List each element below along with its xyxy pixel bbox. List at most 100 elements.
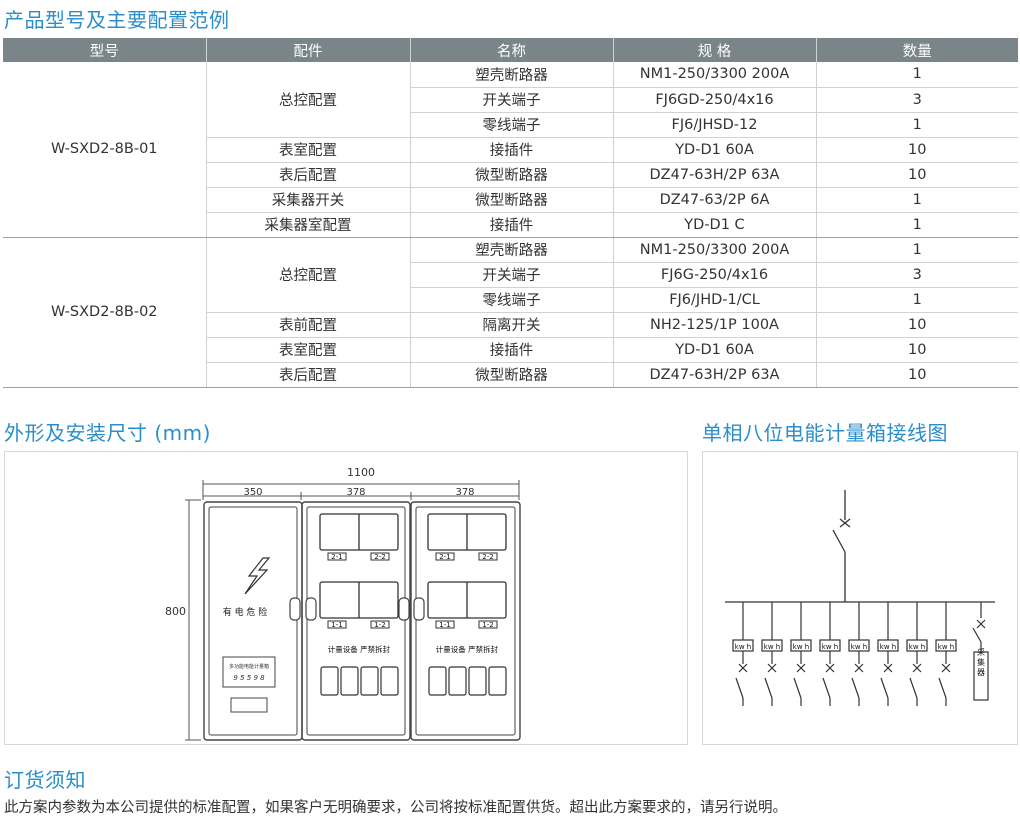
branch-cross [912,663,922,673]
mid-width-label: 378 [346,487,365,498]
spec-cell: FJ6/JHD-1/CL [613,287,817,313]
spec-cell: NM1-250/3300 200A [613,237,817,263]
right-width-label: 378 [455,487,474,498]
name-cell: 微型断路器 [410,187,614,213]
band-text: 计量设备 严禁拆封 [328,644,391,654]
name-cell: 塑壳断路器 [410,62,614,88]
meter-label: 2-1 [331,553,342,561]
meter-kwh-label: kw h [764,643,780,651]
table-row: W-SXD2-8B-02 总控配置 塑壳断路器 NM1-250/3300 200… [3,237,1018,388]
name-cell: 隔离开关 [410,312,614,338]
spec-cell: FJ6GD-250/4x16 [613,87,817,113]
warning-text: 有 电 危 险 [223,606,268,618]
qty-cell: 10 [816,312,1018,338]
spec-cell: DZ47-63H/2P 63A [613,362,817,388]
spec-cell: FJ6/JHSD-12 [613,112,817,138]
table-row: 表后配置 微型断路器 DZ47-63H/2P 63A 10 [3,362,1018,388]
spec-cell: FJ6G-250/4x16 [613,262,817,288]
part-cell: 采集器开关 [206,187,411,213]
qty-cell: 10 [816,162,1018,188]
meter-label: 1-1 [331,621,342,629]
qty-cell: 3 [816,262,1018,288]
meter-label: 2-2 [374,553,385,561]
table-row: 表后配置 微型断路器 DZ47-63H/2P 63A 10 [3,162,1018,188]
header-spec: 规 格 [613,38,817,62]
part-cell: 总控配置 [206,237,411,313]
header-model: 型号 [3,38,207,62]
part-cell: 表后配置 [206,162,411,188]
spec-cell: YD-D1 60A [613,337,817,363]
cabinet-drawing: 1100 350 378 378 800 有 电 危 险 多功能电能计量箱 9 … [165,466,521,741]
model-cell: W-SXD2-8B-02 [3,237,207,388]
table-row: 表前配置 隔离开关 NH2-125/1P 100A 10 [3,312,1018,338]
table-row: 采集器开关 微型断路器 DZ47-63/2P 6A 1 [3,187,1018,213]
spec-cell: YD-D1 60A [613,137,817,163]
part-cell: 总控配置 [206,62,411,138]
meter-label: 1-2 [374,621,385,629]
name-cell: 零线端子 [410,287,614,313]
meter-label: 2-2 [482,553,493,561]
wiring-section-title: 单相八位电能计量箱接线图 [702,421,948,445]
lightning-icon [244,557,271,595]
name-cell: 零线端子 [410,112,614,138]
table-header-row: 型号 配件 名称 规 格 数量 [3,38,1018,62]
meter-label: 1-2 [482,621,493,629]
qty-cell: 10 [816,337,1018,363]
spec-cell: YD-D1 C [613,212,817,238]
qty-cell: 3 [816,87,1018,113]
meter-label: 1-1 [439,621,450,629]
qty-cell: 10 [816,137,1018,163]
table-row: 表室配置 接插件 YD-D1 60A 10 [3,337,1018,363]
name-cell: 开关端子 [410,262,614,288]
table-row: 开关端子 FJ6G-250/4x16 3 [3,262,1018,288]
branch-cross [854,663,864,673]
qty-cell: 1 [816,212,1018,238]
branch-cross [941,663,951,673]
qty-cell: 1 [816,237,1018,263]
branch-cross [767,663,777,673]
name-cell: 塑壳断路器 [410,237,614,263]
meter-kwh-label: kw h [909,643,925,651]
meter-kwh-label: kw h [880,643,896,651]
spec-cell: DZ47-63/2P 6A [613,187,817,213]
band-text: 计量设备 严禁拆封 [436,644,499,654]
collector-label: 采集器 [977,647,986,678]
name-cell: 微型断路器 [410,362,614,388]
spec-table: 型号 配件 名称 规 格 数量 W-SXD2-8B-01 总控配置 塑壳断路器 … [3,38,1018,388]
meter-kwh-label: kw h [793,643,809,651]
part-cell: 采集器室配置 [206,212,411,238]
branch-cross [883,663,893,673]
qty-cell: 1 [816,112,1018,138]
part-cell: 表后配置 [206,362,411,388]
branch-switch [909,677,918,699]
order-notice: 此方案内参数为本公司提供的标准配置，如果客户无明确要求，公司将按标准配置供货。超… [4,800,787,816]
part-cell: 表室配置 [206,137,411,163]
part-cell: 表室配置 [206,337,411,363]
total-width-label: 1100 [347,466,375,479]
qty-cell: 1 [816,62,1018,88]
branch-switch [880,677,889,699]
name-cell: 接插件 [410,212,614,238]
model-cell: W-SXD2-8B-01 [3,62,207,238]
name-cell: 开关端子 [410,87,614,113]
branch-cross [796,663,806,673]
left-width-label: 350 [243,487,262,498]
meter-kwh-label: kw h [851,643,867,651]
spec-cell: DZ47-63H/2P 63A [613,162,817,188]
order-section-title: 订货须知 [4,768,86,792]
meter-kwh-label: kw h [822,643,838,651]
branch-switch [764,677,773,699]
dimensions-section-title: 外形及安装尺寸 (mm) [4,421,211,445]
table-row: 零线端子 FJ6/JHSD-12 1 [3,112,1018,138]
table-section-title: 产品型号及主要配置范例 [4,8,230,32]
part-cell: 表前配置 [206,312,411,338]
qty-cell: 1 [816,287,1018,313]
spec-cell: NM1-250/3300 200A [613,62,817,88]
meter-label: 2-1 [439,553,450,561]
branch-switch [938,677,947,699]
branch-switch [851,677,860,699]
branch-switch [822,677,831,699]
branch-switch [793,677,802,699]
